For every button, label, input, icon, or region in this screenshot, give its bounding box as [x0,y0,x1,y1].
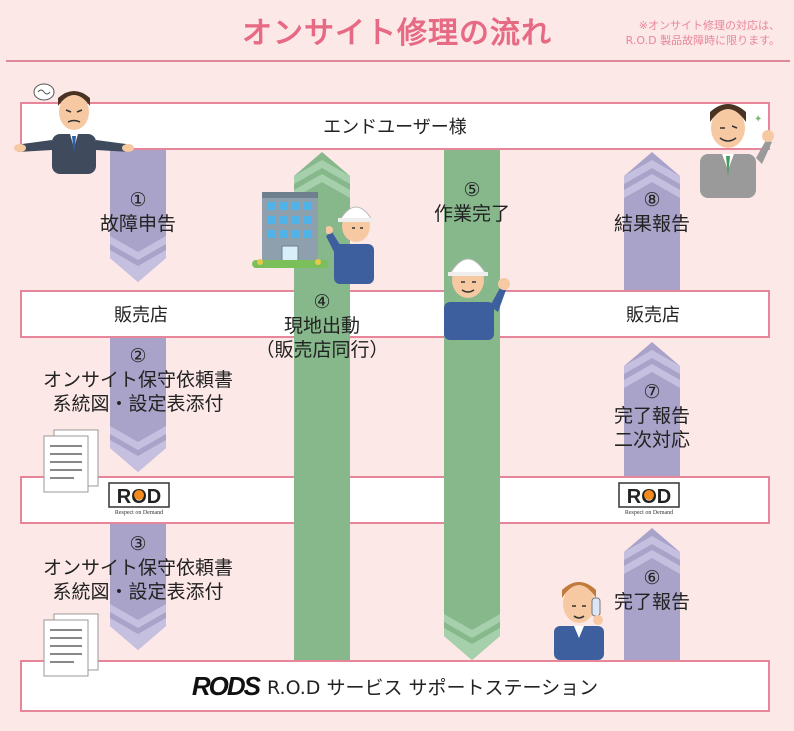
step1-number: ① [129,189,147,211]
scope-note-line2: R.O.D 製品故障時に限ります。 [625,34,780,47]
step3-label: ③ オンサイト保守依頼書 系統図・設定表添付 [20,532,256,604]
rod-logo-right: ROD Respect on Demand [618,482,680,516]
step8-number: ⑧ [643,189,661,211]
rod-logo-left: ROD Respect on Demand [108,482,170,516]
ok-businessman-illustration: ✦ [700,104,774,198]
step6-label: ⑥ 完了報告 [602,566,702,614]
svg-text:✦: ✦ [754,114,762,125]
arrow-step8-up [624,152,680,292]
end-user-label: エンドユーザー様 [323,117,467,138]
service-station-label: R.O.D サービス サポートステーション [267,676,599,699]
worker-ok-illustration [444,258,510,340]
step2-number: ② [129,345,147,367]
step1-label: ① 故障申告 [98,188,178,236]
arrow-step1-down [110,150,166,282]
rod-logo-right-tagline: Respect on Demand [625,510,673,516]
scope-note: ※オンサイト修理の対応は、 R.O.D 製品故障時に限ります。 [626,18,780,48]
step8-text: 結果報告 [613,213,690,235]
rods-logo: RODS [191,670,261,701]
documents-illustration-2 [43,613,99,677]
step3-number: ③ [129,533,147,555]
step6-number: ⑥ [643,567,661,589]
building-illustration [252,192,328,268]
scope-note-line1: ※オンサイト修理の対応は、 [638,19,780,32]
step4-number: ④ [313,291,331,313]
arrow-step2-down [110,336,166,472]
arrow-step6-up [624,528,680,662]
step7-label: ⑦ 完了報告 二次対応 [602,380,702,452]
step4-line1: 現地出動 [283,315,360,337]
documents-illustration-1 [43,429,99,493]
step2-label: ② オンサイト保守依頼書 系統図・設定表添付 [20,344,256,416]
step8-label: ⑧ 結果報告 [602,188,702,236]
page-title: オンサイト修理の流れ [242,16,552,51]
step4-label: ④ 現地出動 （販売店同行） [252,290,392,362]
arrow-step3-down [110,522,166,650]
dealer-left-label: 販売店 [114,305,168,326]
field-worker-illustration [326,206,374,284]
dealer-bar: 販売店 販売店 [20,290,770,338]
step2-line2: 系統図・設定表添付 [52,393,224,415]
step7-line1: 完了報告 [613,405,690,427]
step5-number: ⑤ [463,179,481,201]
arrow-step7-up [624,342,680,478]
end-user-bar: エンドユーザー様 [20,102,770,150]
service-station-bar: RODS R.O.D サービス サポートステーション [20,660,770,712]
step3-line2: 系統図・設定表添付 [52,581,224,603]
phone-operator-illustration [554,582,604,660]
step5-text: 作業完了 [433,203,510,225]
dealer-right-label: 販売店 [626,305,680,326]
title-divider [6,60,790,62]
step6-text: 完了報告 [613,591,690,613]
step1-text: 故障申告 [99,213,176,235]
step7-line2: 二次対応 [613,429,690,451]
rod-logo-left-tagline: Respect on Demand [115,510,163,516]
step7-number: ⑦ [643,381,661,403]
step3-line1: オンサイト保守依頼書 [42,557,233,579]
step5-label: ⑤ 作業完了 [424,178,520,226]
step4-line2: （販売店同行） [255,339,389,361]
worried-businessman-illustration [14,83,134,174]
step2-line1: オンサイト保守依頼書 [42,369,233,391]
